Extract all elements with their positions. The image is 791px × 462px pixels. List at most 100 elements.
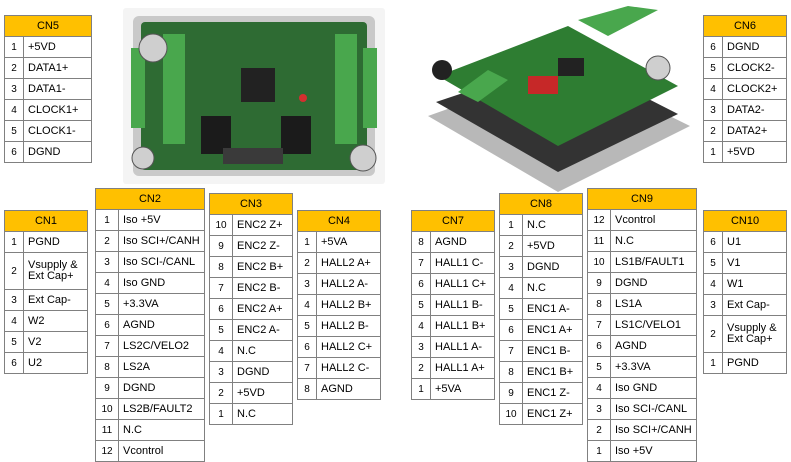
pin-signal: HALL2 C+ <box>316 336 381 358</box>
pin-number: 7 <box>209 277 233 299</box>
pin-number: 2 <box>297 252 317 274</box>
pin-signal: ENC2 Z- <box>232 235 293 257</box>
pin-number: 2 <box>587 419 611 441</box>
pin-number: 5 <box>703 252 723 274</box>
pin-number: 6 <box>4 141 24 163</box>
pin-signal: +5VD <box>23 36 92 58</box>
pin-signal: HALL1 C- <box>430 252 495 274</box>
pin-number: 3 <box>4 289 24 311</box>
pin-number: 8 <box>297 378 317 400</box>
pin-signal: AGND <box>610 335 697 357</box>
pin-signal: ENC1 A+ <box>522 319 583 341</box>
pin-signal: V1 <box>722 252 787 274</box>
cn5-title: CN5 <box>4 15 92 37</box>
pin-number: 4 <box>587 377 611 399</box>
pin-signal: ENC2 A+ <box>232 298 293 320</box>
pin-signal: U1 <box>722 231 787 253</box>
pin-signal: Vcontrol <box>118 440 205 462</box>
pin-signal: DGND <box>232 361 293 383</box>
pin-number: 5 <box>411 294 431 316</box>
pin-signal: DATA1- <box>23 78 92 100</box>
pin-number: 3 <box>297 273 317 295</box>
pin-number: 6 <box>587 335 611 357</box>
table-row: 1+5VA <box>411 378 495 400</box>
pin-number: 7 <box>297 357 317 379</box>
pin-number: 4 <box>499 277 523 299</box>
pin-number: 1 <box>209 403 233 425</box>
pin-signal: ENC2 Z+ <box>232 214 293 236</box>
pin-signal: +3.3VA <box>118 293 205 315</box>
board-top-view-photo <box>123 8 385 184</box>
pin-signal: DATA2- <box>722 99 787 121</box>
pin-signal: AGND <box>118 314 205 336</box>
pin-signal: HALL1 B- <box>430 294 495 316</box>
pin-signal: Iso SCI-/CANL <box>118 251 205 273</box>
table-row: 1+5VD <box>703 141 787 163</box>
pin-signal: Iso GND <box>610 377 697 399</box>
pin-number: 5 <box>703 57 723 79</box>
pin-number: 1 <box>4 36 24 58</box>
pin-signal: AGND <box>316 378 381 400</box>
pin-number: 8 <box>587 293 611 315</box>
pin-number: 4 <box>703 273 723 295</box>
pin-signal: DATA1+ <box>23 57 92 79</box>
pin-number: 3 <box>209 361 233 383</box>
pin-signal: CLOCK2+ <box>722 78 787 100</box>
pin-signal: +5VD <box>722 141 787 163</box>
pin-number: 9 <box>499 382 523 404</box>
pin-number: 5 <box>209 319 233 341</box>
pin-number: 4 <box>209 340 233 362</box>
cn10-title: CN10 <box>703 210 787 232</box>
pin-number: 1 <box>703 352 723 374</box>
pin-number: 3 <box>411 336 431 358</box>
pin-number: 6 <box>4 352 24 374</box>
pin-signal: N.C <box>118 419 205 441</box>
pin-number: 1 <box>297 231 317 253</box>
table-row: 1+5VA <box>297 231 381 253</box>
pin-number: 12 <box>95 440 119 462</box>
pin-signal: Iso SCI+/CANH <box>118 230 205 252</box>
pin-number: 2 <box>703 315 723 353</box>
pin-number: 1 <box>703 141 723 163</box>
